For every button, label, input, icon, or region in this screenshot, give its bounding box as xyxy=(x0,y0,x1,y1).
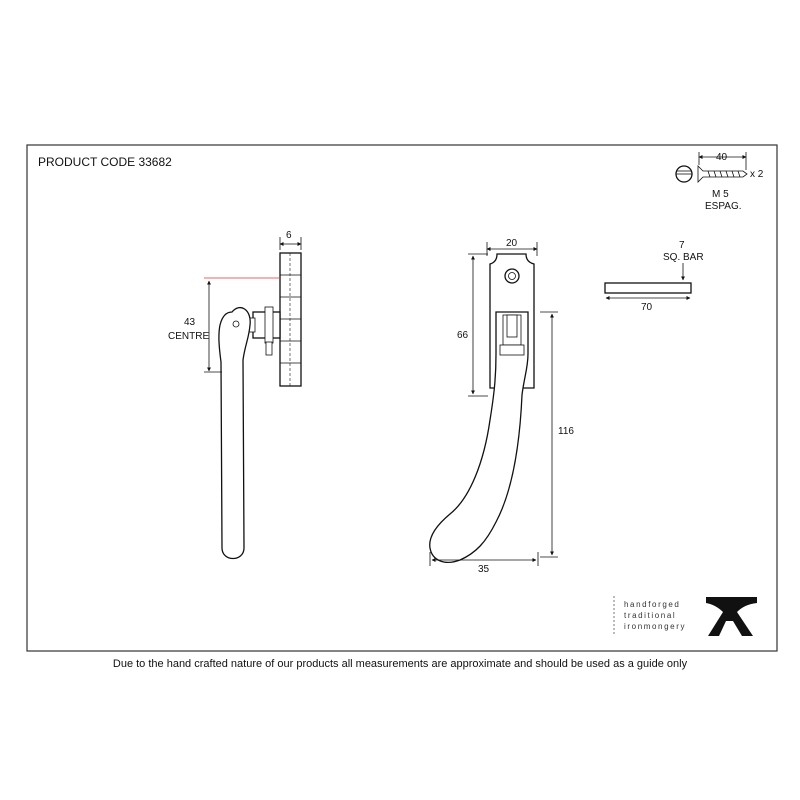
centre-value-label: 43 xyxy=(184,317,196,328)
square-bar xyxy=(604,282,692,294)
front-view: 20 66 116 35 xyxy=(429,238,574,575)
screw-body-icon xyxy=(697,165,748,183)
side-backplate xyxy=(279,252,302,387)
side-handle xyxy=(218,307,251,560)
sheet-border xyxy=(26,144,778,652)
square-bar-detail: 7 SQ. BAR 70 xyxy=(604,240,704,313)
plate-thickness-label: 6 xyxy=(286,230,292,241)
brand-block: handforged traditional ironmongery xyxy=(613,596,757,636)
product-code: PRODUCT CODE 33682 xyxy=(38,155,172,169)
screw-quantity-label: x 2 xyxy=(750,169,764,180)
side-view: 6 43 CENTRE xyxy=(168,230,302,560)
width-bottom-label: 35 xyxy=(478,564,490,575)
fixing-hole xyxy=(504,268,520,284)
screw-size-label: M 5 xyxy=(712,189,729,200)
bar-size-label: 7 xyxy=(679,240,685,251)
anvil-logo-icon xyxy=(706,597,757,636)
centre-label: CENTRE xyxy=(168,331,209,342)
width-top-label: 20 xyxy=(506,238,518,249)
bar-length-label: 70 xyxy=(641,302,653,313)
screw-detail: 40 x 2 M 5 ESPAG. xyxy=(675,152,764,212)
brand-line-3: ironmongery xyxy=(624,622,686,631)
height-upper-label: 66 xyxy=(457,330,469,341)
bar-type-label: SQ. BAR xyxy=(663,252,704,263)
screw-length-label: 40 xyxy=(716,152,728,163)
disclaimer-text: Due to the hand crafted nature of our pr… xyxy=(112,658,688,670)
brand-line-1: handforged xyxy=(624,600,680,609)
screw-type-label: ESPAG. xyxy=(705,201,742,212)
height-total-label: 116 xyxy=(558,426,574,437)
brand-line-2: traditional xyxy=(624,611,676,620)
